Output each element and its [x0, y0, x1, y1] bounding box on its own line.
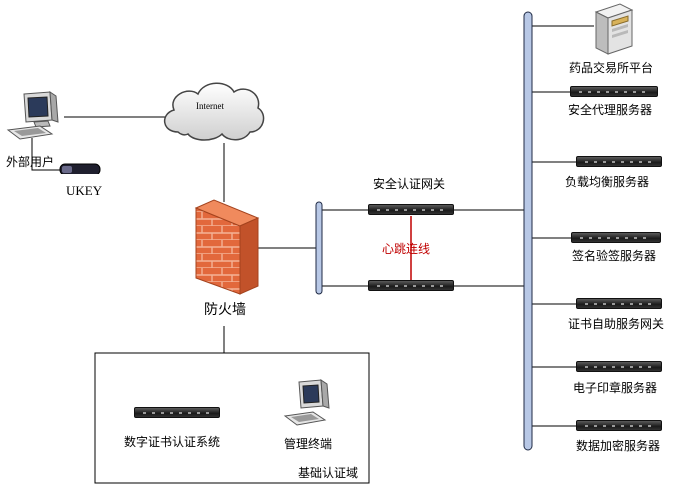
mgmt-terminal-label: 管理终端: [284, 437, 333, 451]
computer-icon: [6, 91, 59, 140]
domain-box: [94, 352, 370, 484]
encryption-server: [576, 420, 662, 431]
left-bus: [315, 201, 323, 295]
cert-system-label: 数字证书认证系统: [124, 435, 221, 449]
ukey-label: UKEY: [66, 183, 103, 198]
usb-key-icon: [31, 138, 101, 174]
firewall-label: 防火墙: [204, 302, 246, 318]
tower-server-icon: [594, 3, 634, 55]
external-user-label: 外部用户: [6, 155, 55, 169]
cert-self-service-gateway: [576, 298, 662, 309]
proxy-server: [570, 86, 658, 97]
platform-label: 药品交易所平台: [569, 61, 654, 75]
signature-server: [571, 232, 661, 243]
firewall-icon: [194, 199, 260, 295]
gateway-server-1: [368, 204, 454, 215]
load-balance-label: 负载均衡服务器: [565, 175, 650, 189]
mgmt-computer-icon: [283, 379, 330, 426]
load-balance-server: [576, 156, 662, 167]
gateway-server-2: [368, 280, 454, 291]
gateway-label: 安全认证网关: [373, 177, 446, 191]
cert-self-service-label: 证书自助服务网关: [568, 317, 665, 331]
seal-server: [576, 361, 662, 372]
internet-label: Internet: [196, 101, 224, 111]
seal-label: 电子印章服务器: [573, 381, 658, 395]
internet-cloud-icon: [164, 82, 265, 141]
heartbeat-label: 心跳连线: [382, 242, 431, 256]
domain-label: 基础认证域: [298, 466, 359, 480]
signature-label: 签名验签服务器: [572, 249, 657, 263]
proxy-label: 安全代理服务器: [568, 103, 653, 117]
encryption-label: 数据加密服务器: [576, 439, 661, 453]
cert-system-server: [134, 407, 220, 418]
right-bus: [523, 11, 533, 451]
